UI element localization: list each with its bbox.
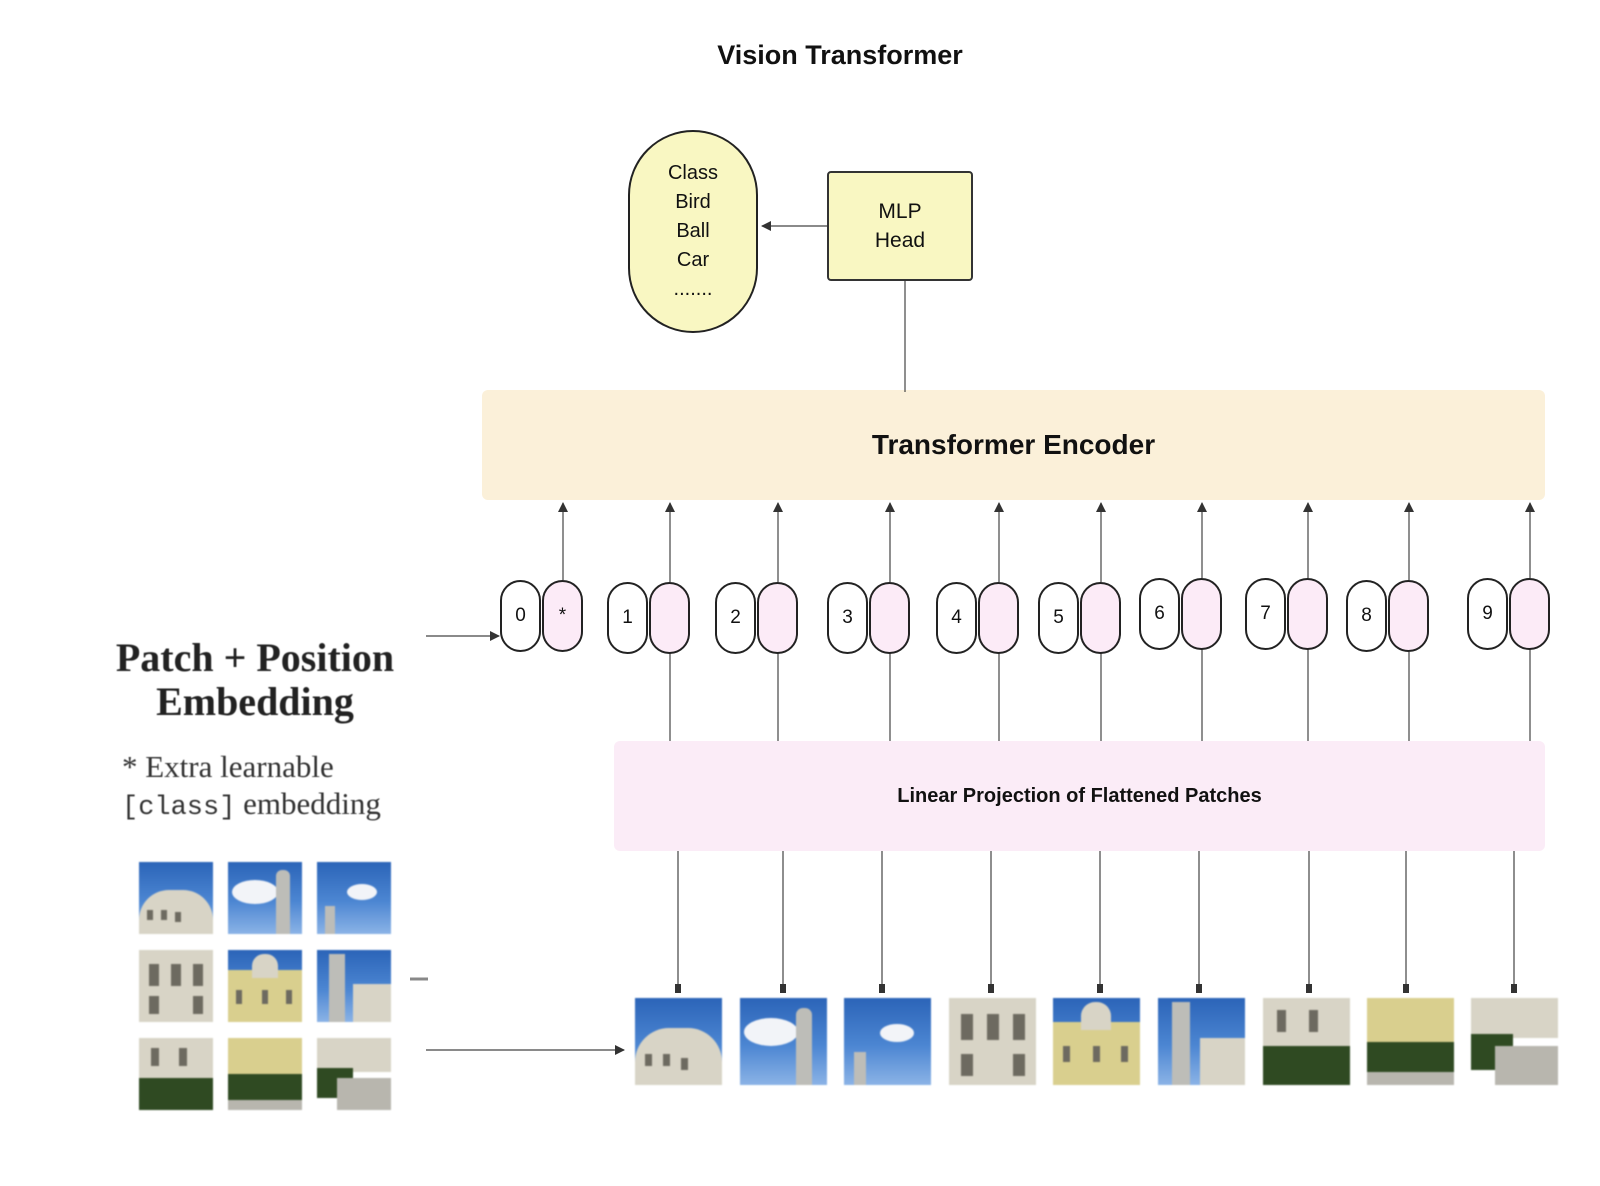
class-label-3: Car xyxy=(676,249,710,271)
sequence-patch-4 xyxy=(949,998,1036,1085)
projection-to-token-lines xyxy=(669,648,1531,741)
grid-patch-9 xyxy=(317,1038,391,1110)
class-label-0: Class xyxy=(667,162,718,184)
sequence-patch-2 xyxy=(740,998,827,1085)
grid-patch-4 xyxy=(139,950,213,1022)
position-pill-1: 1 xyxy=(607,582,648,654)
sequence-patch-3 xyxy=(844,998,931,1085)
patch-to-projection-lines xyxy=(677,851,1515,988)
position-pill-3: 3 xyxy=(827,582,868,654)
legend-note-suffix: embedding xyxy=(235,786,381,821)
mlp-head-line1: MLP xyxy=(878,200,922,223)
grid-patch-7 xyxy=(139,1038,213,1110)
legend-note-line2: [class] embedding xyxy=(122,785,442,827)
embedding-pill-6 xyxy=(1181,578,1222,650)
grid-patch-5 xyxy=(228,950,302,1022)
grid-patch-8 xyxy=(228,1038,302,1110)
position-pill-9: 9 xyxy=(1467,578,1508,650)
position-pill-4: 4 xyxy=(936,582,977,654)
grid-patch-2 xyxy=(228,862,302,934)
mlp-head-line2: Head xyxy=(874,229,926,252)
sequence-patch-8 xyxy=(1367,998,1454,1085)
class-label-1: Bird xyxy=(675,191,711,213)
position-pill-7: 7 xyxy=(1245,578,1286,650)
grid-patch-1 xyxy=(139,862,213,934)
grid-patch-6 xyxy=(317,950,391,1022)
mlp-head-node: MLP Head xyxy=(827,171,973,281)
class-label-2: Ball xyxy=(676,220,710,242)
position-pill-6: 6 xyxy=(1139,578,1180,650)
legend-title-line2: Embedding xyxy=(156,679,354,724)
transformer-encoder-label: Transformer Encoder xyxy=(871,429,1156,460)
embedding-pill-4 xyxy=(978,582,1019,654)
patch-connector-ticks xyxy=(675,984,1517,993)
embedding-pill-0: * xyxy=(542,580,583,652)
legend-note-code: [class] xyxy=(122,793,236,823)
position-pill-2: 2 xyxy=(715,582,756,654)
legend-note: * Extra learnable [class] embedding xyxy=(122,748,442,827)
sequence-patch-9 xyxy=(1471,998,1558,1085)
sequence-patch-5 xyxy=(1053,998,1140,1085)
output-classes-node: Class Bird Ball Car ....... xyxy=(628,130,758,333)
linear-projection-block: Linear Projection of Flattened Patches xyxy=(614,741,1545,851)
embedding-pill-2 xyxy=(757,582,798,654)
grid-patch-3 xyxy=(317,862,391,934)
position-pill-0: 0 xyxy=(500,580,541,652)
diagram-title: Vision Transformer xyxy=(717,40,963,70)
sequence-patch-1 xyxy=(635,998,722,1085)
linear-projection-label: Linear Projection of Flattened Patches xyxy=(897,784,1262,807)
legend-note-line1: * Extra learnable xyxy=(122,749,334,784)
sequence-patch-6 xyxy=(1158,998,1245,1085)
class-label-4: ....... xyxy=(673,278,713,300)
legend-title-line1: Patch + Position xyxy=(115,635,395,680)
transformer-encoder-block: Transformer Encoder xyxy=(482,390,1545,500)
embedding-pill-9 xyxy=(1509,578,1550,650)
embedding-pill-7 xyxy=(1287,578,1328,650)
position-pill-8: 8 xyxy=(1346,580,1387,652)
embedding-pill-3 xyxy=(869,582,910,654)
position-pill-5: 5 xyxy=(1038,582,1079,654)
token-to-encoder-arrows xyxy=(558,502,1535,582)
embedding-pill-1 xyxy=(649,582,690,654)
embedding-pill-5 xyxy=(1080,582,1121,654)
sequence-patch-7 xyxy=(1263,998,1350,1085)
legend-title: Patch + Position Embedding xyxy=(90,636,420,724)
embedding-pill-8 xyxy=(1388,580,1429,652)
